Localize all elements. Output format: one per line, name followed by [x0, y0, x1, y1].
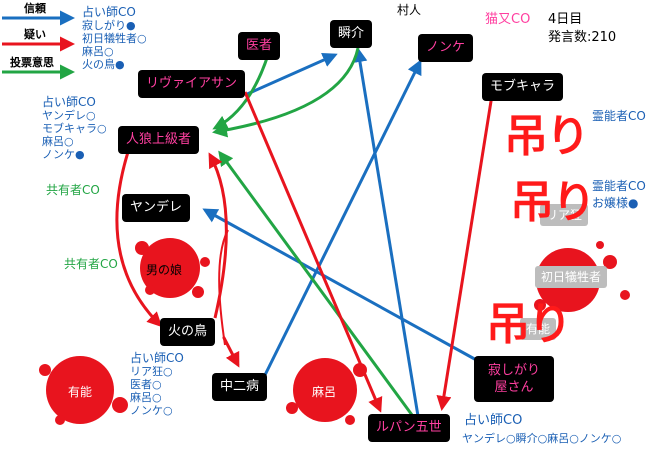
dead-shonichi: 初日犠牲者: [535, 266, 608, 288]
vote-arrows: [212, 47, 414, 416]
node-lupin: ルパン五世: [368, 414, 450, 442]
node-yandere: ヤンデレ: [122, 194, 191, 222]
ojousama-note: お嬢様●: [592, 196, 639, 210]
doubt-arrows: [115, 91, 494, 413]
blood-yuunou: [39, 356, 128, 425]
reinou-co-2: 霊能者CO: [592, 179, 646, 193]
kyouyuu-co-2: 共有者CO: [64, 257, 118, 271]
node-sabishigari: 寂しがり 屋さん: [474, 356, 554, 402]
behind-hang-2: 有能: [520, 318, 557, 340]
node-nonke: ノンケ: [418, 34, 474, 62]
top-left-notes: 占い師CO 寂しがり● 初日犠牲者○ 麻呂○ 火の鳥●: [82, 5, 147, 72]
dead-yuunou: 有能: [68, 385, 93, 399]
node-chuunibyou: 中二病: [212, 373, 268, 401]
node-rivaiasan: リヴァイアサン: [138, 70, 246, 98]
trust-arrows: [202, 47, 481, 417]
hang-mark-1: 吊り: [504, 111, 590, 162]
kyouyuu-co-1: 共有者CO: [46, 183, 100, 197]
hang-mark-2: 吊り: [510, 177, 596, 228]
dead-otokonoko: 男の娘: [146, 263, 183, 277]
lupin-co: 占い師CO: [464, 413, 523, 428]
node-isha: 医者: [238, 32, 281, 60]
day-label: 4日目: [548, 12, 583, 27]
blood-otokonoko: [135, 238, 210, 298]
post-count: 発言数:210: [548, 30, 617, 45]
lupin-results: ヤンデレ○瞬介○麻呂○ノンケ○: [462, 432, 622, 445]
node-jinrou: 人狼上級者: [118, 126, 200, 154]
node-shunsuke: 瞬介: [330, 20, 373, 48]
hang-mark-3: 吊り: [486, 299, 572, 350]
reinou-co-1: 霊能者CO: [592, 109, 646, 123]
legend-trust: 信頼: [24, 2, 46, 15]
legend-vote: 投票意思: [10, 56, 54, 69]
chuuni-notes: 占い師CO リア狂○ 医者○ 麻呂○ ノンケ○: [130, 351, 184, 418]
legend-arrows: [2, 10, 75, 80]
jinrou-notes: 占い師CO ヤンデレ○ モブキャラ○ 麻呂○ ノンケ●: [42, 95, 107, 162]
nekomata-co: 猫又CO: [485, 12, 531, 27]
villager-label: 村人: [397, 3, 422, 17]
behind-hang-1: リア狂: [540, 204, 589, 226]
legend-doubt: 疑い: [24, 28, 46, 41]
node-hinotori: 火の鳥: [160, 318, 216, 346]
dead-maro: 麻呂: [312, 385, 337, 399]
node-mobukyara: モブキャラ: [482, 73, 564, 101]
